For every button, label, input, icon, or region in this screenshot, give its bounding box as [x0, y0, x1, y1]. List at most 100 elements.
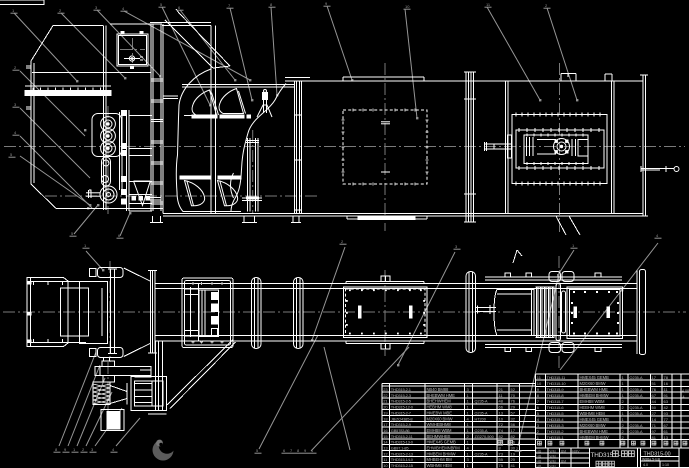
svg-text:HB: HB [537, 464, 542, 468]
svg-text:17: 17 [383, 422, 388, 427]
svg-text:13: 13 [664, 435, 669, 440]
svg-text:91: 91 [664, 393, 669, 398]
svg-text:JB/ZQ4385-8: JB/ZQ4385-8 [391, 416, 414, 421]
svg-text:67: 67 [652, 393, 657, 398]
svg-text:21: 21 [499, 387, 504, 392]
svg-text:HMBEM BHMW: HMBEM BHMW [580, 393, 609, 398]
svg-text:55: 55 [499, 457, 504, 462]
svg-text:10: 10 [537, 381, 542, 386]
svg-text:THD315-2-13: THD315-2-13 [391, 451, 414, 456]
svg-text:THD315-11: THD315-11 [547, 375, 567, 380]
svg-text:1: 1 [467, 405, 470, 410]
svg-text:19: 19 [383, 410, 388, 415]
svg-text:EMHB8 WBM: EMHB8 WBM [580, 399, 606, 404]
svg-text:20: 20 [511, 457, 516, 462]
svg-text:THD315-1: THD315-1 [547, 435, 565, 440]
svg-text:4: 4 [537, 417, 540, 422]
svg-text:5: 5 [537, 411, 540, 416]
svg-text:6: 6 [118, 233, 121, 238]
svg-text:2: 2 [622, 435, 625, 440]
svg-text:Q235-A: Q235-A [630, 424, 644, 428]
svg-text:7: 7 [228, 3, 231, 8]
svg-text:M20X60 BMW: M20X60 BMW [427, 416, 453, 421]
svg-text:12: 12 [383, 451, 388, 456]
svg-text:66: 66 [499, 405, 504, 410]
svg-text:67: 67 [664, 423, 669, 428]
svg-text:15: 15 [383, 434, 388, 439]
svg-text:BM: BM [561, 459, 566, 463]
svg-text:THD315-00: THD315-00 [644, 451, 671, 457]
svg-text:2: 2 [341, 239, 344, 244]
svg-text:71: 71 [652, 423, 657, 428]
svg-text:9: 9 [64, 447, 67, 452]
svg-text:2: 2 [622, 405, 625, 410]
svg-text:1: 1 [572, 243, 575, 248]
svg-text:THD315-4: THD315-4 [547, 417, 565, 422]
svg-text:41: 41 [511, 463, 516, 468]
svg-text:M20X60 BMW: M20X60 BMW [580, 423, 606, 428]
svg-text:HB: HB [537, 449, 542, 453]
svg-text:1: 1 [12, 8, 15, 13]
svg-text:HMBEM BHMW: HMBEM BHMW [580, 435, 609, 440]
svg-text:17: 17 [652, 375, 657, 380]
svg-text:M20X60 BMW: M20X60 BMW [580, 381, 606, 386]
svg-text:78: 78 [664, 375, 669, 380]
svg-text:HMEBW MBE: HMEBW MBE [427, 410, 453, 415]
svg-text:THD315-9: THD315-9 [547, 387, 565, 392]
svg-text:THD315-6: THD315-6 [547, 405, 565, 410]
svg-text:1: 1 [311, 448, 314, 453]
svg-text:BHEBWM HME: BHEBWM HME [580, 387, 609, 392]
svg-text:76: 76 [511, 399, 516, 404]
svg-text:1: 1 [622, 387, 625, 392]
svg-text:74: 74 [499, 428, 504, 433]
svg-text:13: 13 [499, 410, 504, 415]
svg-text:HEBHM WM8: HEBHM WM8 [580, 405, 606, 410]
svg-text:Q235-A: Q235-A [630, 376, 644, 380]
svg-text:8: 8 [499, 446, 502, 451]
svg-text:THD315-10: THD315-10 [547, 381, 567, 386]
svg-text:48: 48 [499, 399, 504, 404]
svg-text:9: 9 [537, 387, 540, 392]
svg-text:THD315-5: THD315-5 [547, 411, 565, 416]
svg-text:27: 27 [652, 411, 657, 416]
svg-text:WM: WM [550, 464, 556, 468]
svg-text:5: 5 [71, 231, 74, 236]
svg-text:3: 3 [467, 387, 470, 392]
svg-text:22: 22 [383, 393, 388, 398]
svg-text:61: 61 [664, 429, 669, 434]
svg-text:THD315-2-9: THD315-2-9 [391, 422, 412, 427]
svg-text:BHEHWHEM: BHEHWHEM [427, 399, 452, 404]
svg-text:76: 76 [652, 387, 657, 392]
svg-text:4: 4 [122, 6, 125, 11]
svg-text:HEBHM WM8: HEBHM WM8 [427, 405, 453, 410]
svg-text:8: 8 [297, 448, 300, 453]
svg-text:1: 1 [537, 435, 540, 440]
svg-text:THD315-13-0: THD315-13-0 [391, 440, 414, 445]
svg-text:11: 11 [499, 393, 504, 398]
svg-text:-: - [619, 453, 621, 459]
svg-text:29: 29 [511, 405, 516, 410]
svg-text:THD315-2-3: THD315-2-3 [391, 393, 412, 398]
svg-text:Q235-A: Q235-A [630, 394, 644, 398]
svg-text:2: 2 [545, 3, 548, 8]
svg-text:5: 5 [256, 448, 259, 453]
svg-text:2: 2 [82, 447, 85, 452]
svg-text:11: 11 [486, 2, 491, 7]
svg-text:THD315-3: THD315-3 [547, 423, 565, 428]
svg-text:Q235-A: Q235-A [475, 429, 489, 433]
svg-text:2: 2 [467, 434, 470, 439]
svg-text:18: 18 [383, 416, 388, 421]
svg-text:81: 81 [652, 435, 657, 440]
svg-text:1: 1 [467, 440, 470, 445]
svg-text:HT200: HT200 [475, 417, 486, 421]
svg-text:3: 3 [14, 102, 17, 107]
svg-text:NB40 BM88: NB40 BM88 [427, 387, 449, 392]
svg-text:82: 82 [511, 434, 516, 439]
svg-text:3: 3 [467, 457, 470, 462]
svg-text:57: 57 [511, 410, 516, 415]
svg-text:BM: BM [561, 449, 566, 453]
svg-text:44: 44 [652, 399, 657, 404]
svg-text:3: 3 [455, 244, 458, 249]
svg-text:1:10: 1:10 [662, 463, 669, 467]
svg-text:GB5783-86: GB5783-86 [391, 428, 411, 433]
